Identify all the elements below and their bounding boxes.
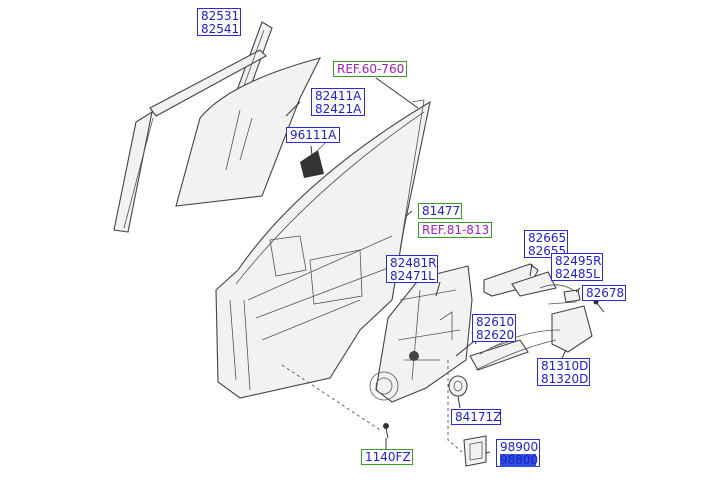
part-label-82678[interactable]: 82678 (582, 285, 626, 301)
part-number-82541: 82541 (201, 22, 240, 36)
part-label-82411a-82421a[interactable]: 82411A 82421A (311, 88, 365, 116)
ref-number-81-813: REF.81-813 (422, 223, 490, 237)
grommet-part (448, 375, 468, 397)
door-shell-part (215, 99, 431, 399)
screw-82678-part (593, 299, 605, 313)
part-number-81310d: 81310D (541, 359, 589, 373)
part-label-82531-82541[interactable]: 82531 82541 (197, 8, 241, 36)
part-number-1140fz: 1140FZ (365, 450, 411, 464)
door-glass-part (175, 57, 322, 207)
part-number-82411a: 82411A (315, 89, 362, 103)
latch-actuator-part (455, 305, 593, 371)
part-label-84171z[interactable]: 84171Z (451, 409, 501, 425)
part-label-82610-82620[interactable]: 82610 82620 (472, 314, 516, 342)
part-label-96111a[interactable]: 96111A (286, 127, 340, 143)
door-checker-part (463, 435, 487, 467)
part-number-82531: 82531 (201, 9, 240, 23)
ref-60-760-label[interactable]: REF.60-760 (333, 61, 407, 77)
part-number-96111a: 96111A (290, 128, 337, 142)
outside-handle-part (483, 263, 557, 297)
part-label-1140fz[interactable]: 1140FZ (361, 449, 413, 465)
part-number-82481r: 82481R (390, 256, 437, 270)
part-number-82485l: 82485L (555, 267, 600, 281)
part-number-84171z: 84171Z (455, 410, 502, 424)
part-number-98900: 98900 (500, 440, 539, 454)
part-number-82471l: 82471L (390, 269, 435, 283)
part-label-81310d-81320d[interactable]: 81310D 81320D (537, 358, 590, 386)
inside-handle-part (469, 339, 529, 371)
part-number-82495r: 82495R (555, 254, 602, 268)
part-number-82421a: 82421A (315, 102, 362, 116)
handle-holder-part (539, 284, 581, 305)
part-label-81477[interactable]: 81477 (418, 203, 462, 219)
mirror-patch-part (300, 137, 331, 178)
part-number-82620: 82620 (476, 328, 515, 342)
part-label-98900-98800[interactable]: 98900 98800 (496, 439, 540, 467)
bolt-1140fz-part (383, 423, 389, 439)
part-number-82665: 82665 (528, 231, 567, 245)
part-number-82678: 82678 (586, 286, 625, 300)
ref-81-813-label[interactable]: REF.81-813 (418, 222, 492, 238)
part-number-81477: 81477 (422, 204, 461, 218)
part-number-81320d: 81320D (541, 372, 589, 386)
part-label-82495r-82485l[interactable]: 82495R 82485L (551, 253, 603, 281)
part-number-98800: 98800 (500, 453, 539, 467)
part-label-82481r-82471l[interactable]: 82481R 82471L (386, 255, 438, 283)
part-number-82610: 82610 (476, 315, 515, 329)
ref-number-60-760: REF.60-760 (337, 62, 405, 76)
